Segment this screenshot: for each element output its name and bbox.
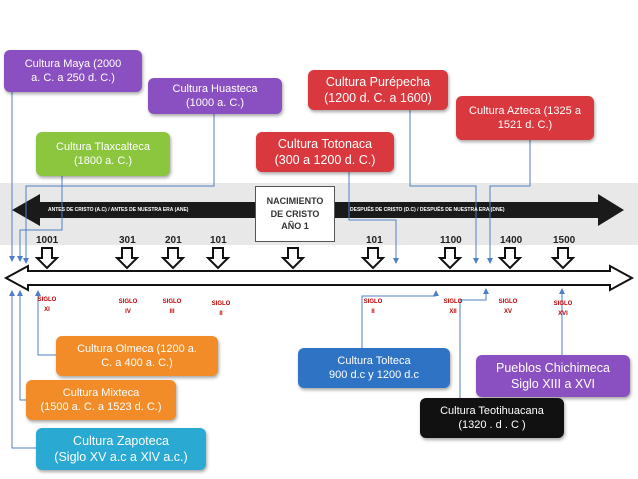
- connector-olmeca: [37, 296, 60, 356]
- connector-zapoteca: [11, 296, 36, 449]
- year-label: 101: [366, 235, 383, 246]
- down-arrow-101bc: [205, 247, 231, 270]
- arrowhead: [9, 290, 15, 296]
- nacimiento-box: NACIMIENTO DE CRISTO AÑO 1: [255, 186, 335, 242]
- connector-azteca: [489, 140, 531, 258]
- culture-olmeca: Cultura Olmeca (1200 a.C. a 400 a. C.): [56, 336, 218, 376]
- arrowhead: [487, 258, 493, 264]
- down-arrow-301: [114, 247, 140, 270]
- connector-mixteca: [19, 296, 26, 401]
- bc-era-label: ANTES DE CRISTO (A.C) / ANTES DE NUESTRA…: [48, 207, 189, 213]
- connector-totonaca: [348, 172, 397, 258]
- down-arrow-1400: [497, 247, 523, 270]
- down-arrow-101ad: [360, 247, 386, 270]
- arrowhead: [433, 290, 439, 296]
- down-arrow-1: [280, 247, 306, 270]
- arrowhead: [393, 258, 399, 264]
- arrowhead: [35, 290, 41, 296]
- down-arrow-1500: [550, 247, 576, 270]
- arrowhead: [473, 258, 479, 264]
- arrowhead: [17, 256, 23, 262]
- arrowhead: [9, 256, 15, 262]
- connector-tlaxcalteca: [19, 176, 63, 256]
- year-label: 1100: [440, 235, 462, 246]
- culture-purepecha: Cultura Purépecha(1200 d. C. a 1600): [308, 70, 448, 110]
- nacimiento-line1: NACIMIENTO: [266, 196, 324, 207]
- culture-tlaxcalteca: Cultura Tlaxcalteca(1800 a. C.): [36, 132, 170, 176]
- timeline-arrow: [3, 264, 635, 292]
- culture-huasteca: Cultura Huasteca(1000 a. C.): [148, 78, 282, 114]
- year-down-arrows: [34, 247, 576, 270]
- arrowhead: [559, 288, 565, 294]
- arrowhead: [483, 288, 489, 294]
- year-label: 1400: [500, 235, 523, 246]
- connector-arrowheads: [9, 256, 565, 296]
- culture-teotihuacana: Cultura Teotihuacana(1320 . d . C ): [420, 398, 564, 438]
- connector-purepecha: [409, 110, 477, 258]
- year-label: 101: [210, 235, 227, 246]
- year-label: 1001: [36, 235, 59, 246]
- connector-huasteca: [25, 114, 215, 258]
- connector-teotihuacana: [459, 294, 487, 398]
- culture-totonaca: Cultura Totonaca(300 a 1200 d. C.): [256, 132, 394, 172]
- year-label: 201: [165, 235, 182, 246]
- culture-zapoteca: Cultura Zapoteca(Siglo XV a.c a XlV a.c.…: [36, 428, 206, 470]
- connector-lines: [11, 92, 563, 449]
- nacimiento-line2: DE CRISTO: [270, 208, 320, 219]
- year-label: 1500: [553, 235, 576, 246]
- connector-tolteca: [361, 295, 436, 348]
- culture-mixteca: Cultura Mixteca(1500 a. C. a 1523 d. C.): [26, 380, 176, 420]
- year-label: 301: [119, 235, 136, 246]
- arrowhead: [17, 290, 23, 296]
- down-arrow-1001: [34, 247, 60, 270]
- ad-era-label: DESPUÉS DE CRISTO (D.C) / DESPUÉS DE NUE…: [350, 207, 505, 213]
- arrowhead: [23, 258, 29, 264]
- down-arrow-1100: [437, 247, 463, 270]
- down-arrow-201: [160, 247, 186, 270]
- nacimiento-line3: AÑO 1: [281, 221, 309, 232]
